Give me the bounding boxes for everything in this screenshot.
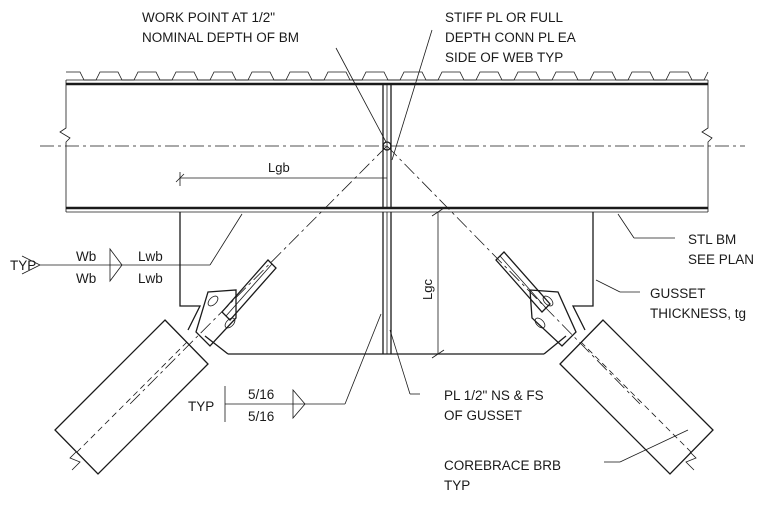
lgc-dimension: Lgc — [420, 207, 445, 359]
gusset-note-line-2: THICKNESS, tg — [650, 306, 746, 321]
lgb-dimension: Lgb — [175, 160, 387, 186]
plate-note-line-1: PL 1/2" NS & FS — [444, 388, 544, 403]
plate-note-line-2: OF GUSSET — [444, 408, 522, 423]
stiffener-note-line-1: STIFF PL OR FULL — [445, 10, 564, 25]
beam-note: STL BM SEE PLAN — [688, 232, 754, 267]
stiffener-note-line-2: DEPTH CONN PL EA — [445, 30, 576, 45]
brace-note-line-1: COREBRACE BRB — [444, 458, 561, 473]
beam-weld-bottom-length: Lwb — [138, 271, 163, 286]
beam-weld-top-length: Lwb — [138, 249, 163, 264]
right-brace-centerline — [386, 145, 641, 405]
lgb-label: Lgb — [268, 160, 290, 175]
beam-weld-symbol: TYP Wb Wb Lwb Lwb — [10, 213, 243, 286]
left-brace-centerline — [129, 145, 388, 405]
steel-beam — [59, 79, 713, 213]
plate-weld-bottom-size: 5/16 — [248, 409, 274, 424]
plate-weld-top-size: 5/16 — [248, 387, 274, 402]
gusset-note: GUSSET THICKNESS, tg — [650, 286, 746, 321]
metal-deck-profile — [66, 71, 709, 81]
gusset-plate — [179, 212, 594, 355]
work-point-note: WORK POINT AT 1/2" NOMINAL DEPTH OF BM — [142, 10, 299, 45]
work-point-note-line-1: WORK POINT AT 1/2" — [142, 10, 275, 25]
left-brace — [54, 259, 277, 475]
beam-weld-typ: TYP — [10, 258, 36, 273]
stiffener-note-line-3: SIDE OF WEB TYP — [445, 50, 563, 65]
beam-note-line-1: STL BM — [688, 232, 736, 247]
brace-note: COREBRACE BRB TYP — [444, 458, 561, 493]
vertical-plate — [382, 212, 392, 354]
plate-note: PL 1/2" NS & FS OF GUSSET — [444, 388, 544, 423]
work-point-marker — [382, 141, 392, 151]
stiffener-note: STIFF PL OR FULL DEPTH CONN PL EA SIDE O… — [445, 10, 576, 65]
leader-lines — [335, 29, 689, 463]
beam-weld-bottom-size: Wb — [76, 271, 96, 286]
gusset-note-line-1: GUSSET — [650, 286, 706, 301]
beam-weld-top-size: Wb — [76, 249, 96, 264]
plate-weld-typ: TYP — [188, 399, 214, 414]
lgc-label: Lgc — [420, 279, 435, 300]
brace-note-line-2: TYP — [444, 478, 470, 493]
plate-weld-symbol: TYP 5/16 5/16 — [188, 313, 382, 424]
beam-note-line-2: SEE PLAN — [688, 252, 754, 267]
right-brace — [495, 251, 714, 475]
work-point-note-line-2: NOMINAL DEPTH OF BM — [142, 30, 299, 45]
